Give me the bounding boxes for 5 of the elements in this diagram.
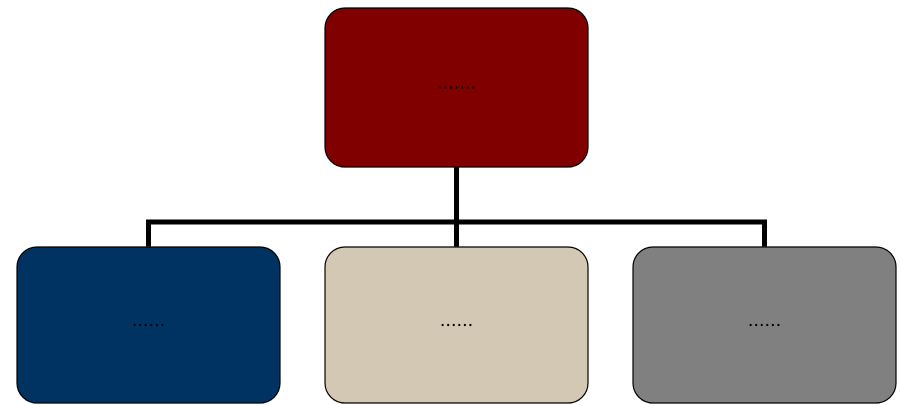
org-box: ......	[16, 246, 281, 404]
org-box: .......	[324, 7, 589, 168]
org-box: ......	[632, 246, 897, 404]
org-box: ......	[324, 246, 589, 404]
connector-line	[454, 168, 767, 246]
